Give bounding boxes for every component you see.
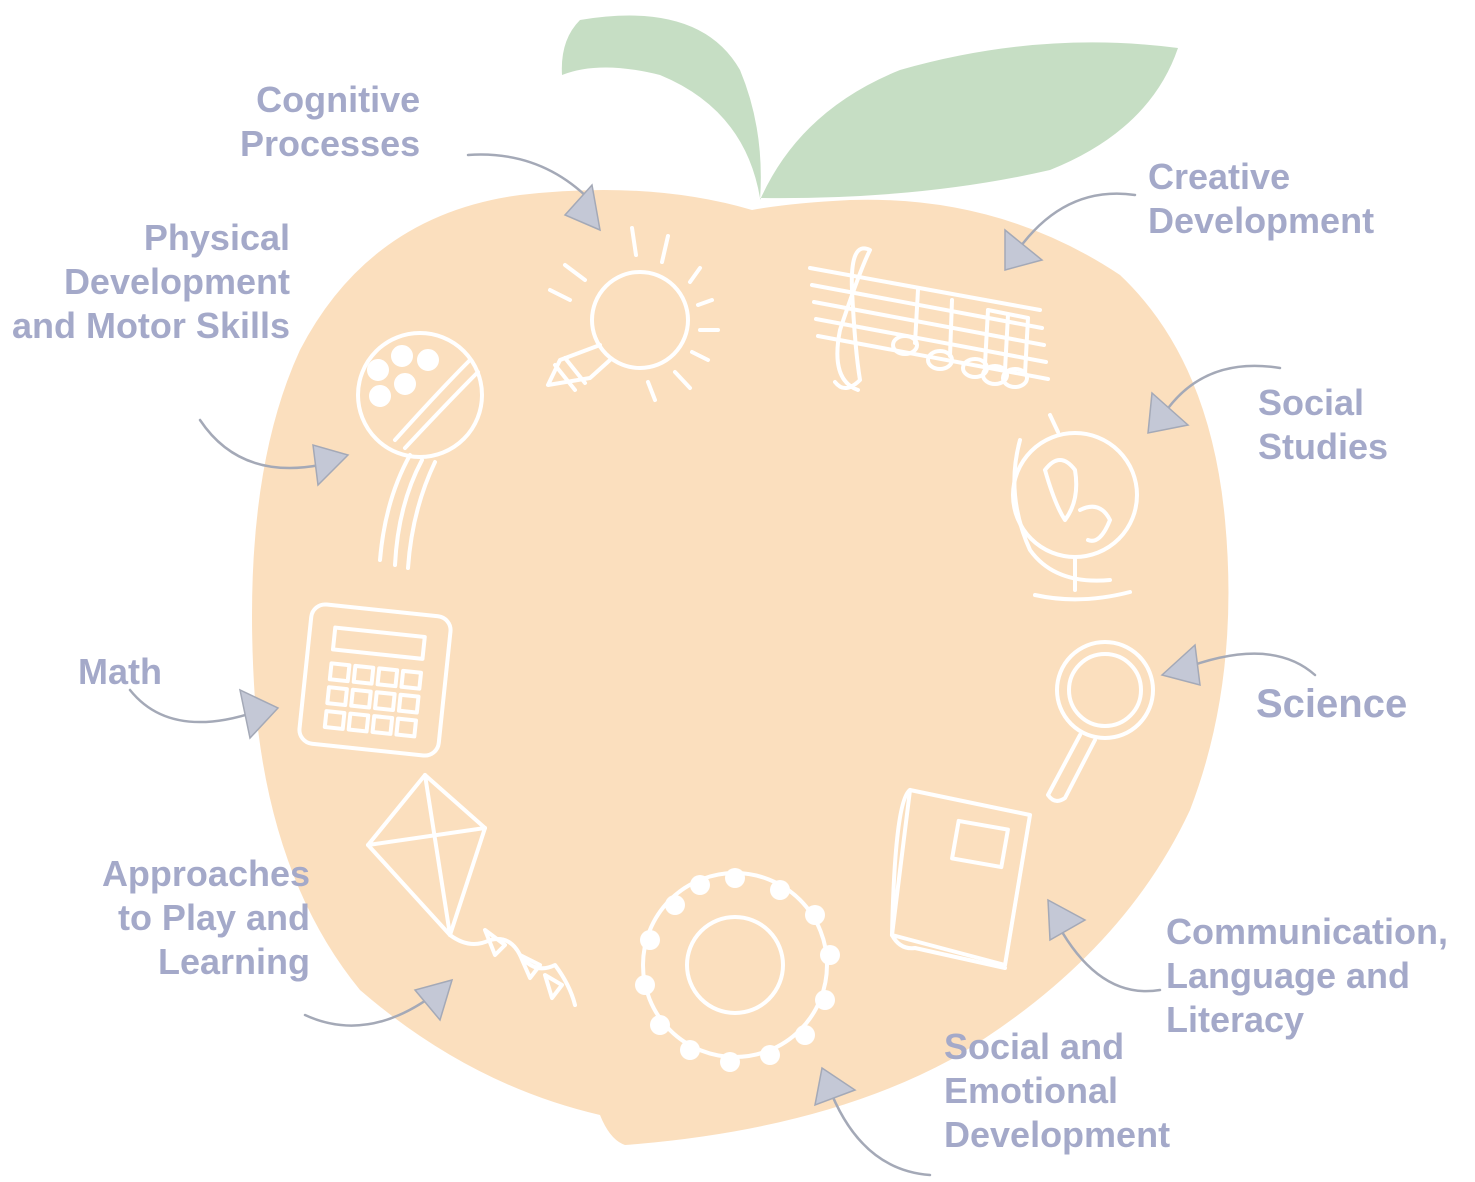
magnifying-glass-icon (1046, 640, 1155, 803)
arrow-communication (1056, 923, 1162, 993)
arrow-science (1178, 652, 1317, 677)
arrow-social-studies (1158, 364, 1282, 422)
arrow-physical (198, 418, 322, 470)
label-social-emotional: Social and Emotional Development (944, 1026, 1171, 1155)
label-communication-literacy: Communication, Language and Literacy (1166, 911, 1449, 1040)
globe-icon (1011, 413, 1139, 602)
arrowhead-math (238, 688, 280, 740)
arrow-cognitive (466, 153, 592, 202)
label-math: Math (78, 651, 162, 692)
lightbulb-icon (546, 226, 720, 402)
arrow-creative (1016, 192, 1137, 252)
leaf-shape (561, 15, 1178, 200)
arrow-math (128, 688, 257, 724)
arrowhead-creative (1004, 228, 1044, 271)
music-notes-icon (808, 246, 1050, 392)
kite-icon (366, 773, 577, 1007)
people-figures (635, 868, 840, 1072)
arrowhead-approaches (413, 978, 454, 1022)
calculator-icon (297, 602, 453, 758)
arrowhead-social-studies (1147, 391, 1190, 434)
label-social-studies: Social Studies (1258, 382, 1389, 467)
label-physical-development: Physical Development and Motor Skills (11, 217, 290, 346)
book-icon (890, 788, 1032, 970)
arrowhead-communication (1047, 898, 1087, 942)
label-science: Science (1256, 682, 1408, 726)
arrowhead-science (1160, 643, 1201, 687)
label-approaches-to-play: Approaches to Play and Learning (101, 853, 310, 982)
peach-shape (252, 190, 1229, 1145)
label-cognitive-processes: Cognitive Processes (240, 79, 421, 164)
arrowhead-physical (312, 443, 350, 487)
arrowhead-social-emotional (814, 1066, 857, 1107)
arrowhead-cognitive (563, 183, 601, 232)
ball-icon (356, 331, 484, 570)
label-creative-development: Creative Development (1148, 156, 1375, 241)
arrow-social-emotional (826, 1083, 932, 1177)
